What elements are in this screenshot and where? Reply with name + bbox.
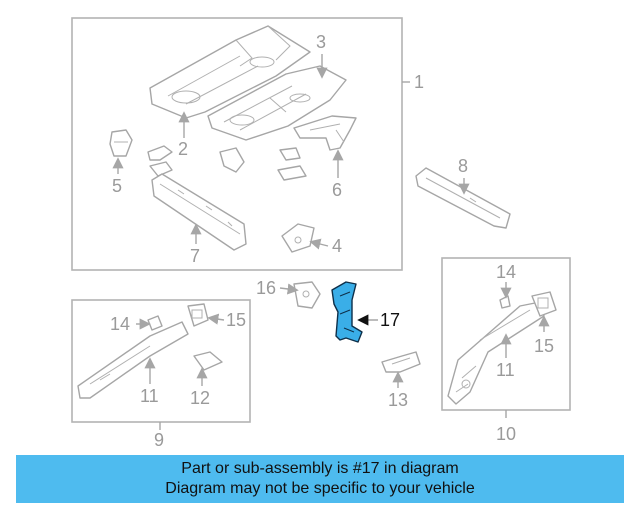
bracket-4	[281, 223, 315, 253]
callout-1: 1	[414, 72, 424, 92]
callout-2: 2	[178, 139, 188, 159]
right-rail-11	[447, 301, 545, 405]
callout-13: 13	[388, 390, 408, 410]
bracket-5	[109, 129, 133, 157]
callout-5: 5	[112, 176, 122, 196]
bracket-12	[193, 351, 223, 371]
highlighted-part-17[interactable]	[331, 281, 363, 343]
clip-14-left	[147, 315, 163, 331]
cross-member	[293, 115, 357, 151]
bracket-15-right	[531, 291, 557, 317]
callout-10: 10	[496, 424, 516, 444]
callout-11-right: 11	[496, 360, 515, 380]
info-banner: Part or sub-assembly is #17 in diagram D…	[16, 455, 624, 503]
bracket-15-left	[187, 303, 209, 327]
callout-15-right: 15	[534, 336, 554, 356]
banner-line-1: Part or sub-assembly is #17 in diagram	[181, 460, 459, 477]
callout-11-left: 11	[140, 386, 159, 406]
callout-14-left: 14	[110, 314, 130, 334]
clip-14-right	[499, 295, 511, 309]
callout-6: 6	[332, 180, 342, 200]
callout-9: 9	[154, 430, 164, 450]
callout-3: 3	[316, 32, 326, 52]
banner-line-2: Diagram may not be specific to your vehi…	[165, 480, 475, 497]
callout-16: 16	[256, 278, 276, 298]
callout-14-right: 14	[496, 262, 516, 282]
rear-member-8	[415, 167, 511, 229]
callout-7: 7	[190, 246, 200, 266]
parts-diagram: 1 2 3 6 5 7	[71, 17, 571, 450]
callout-15-left: 15	[226, 310, 246, 330]
floor-clips	[147, 145, 307, 181]
callout-4: 4	[332, 236, 342, 256]
callout-8: 8	[458, 156, 468, 176]
bracket-13	[381, 351, 421, 373]
floor-pan-front	[149, 25, 311, 119]
floor-pan-rear	[207, 65, 347, 141]
floor-group-box	[71, 17, 403, 271]
left-rail-11	[77, 321, 189, 399]
side-rail-7	[151, 173, 247, 251]
bracket-16	[293, 281, 321, 309]
callout-17: 17	[380, 310, 400, 330]
group-9-box	[71, 299, 251, 423]
callout-12: 12	[190, 388, 210, 408]
